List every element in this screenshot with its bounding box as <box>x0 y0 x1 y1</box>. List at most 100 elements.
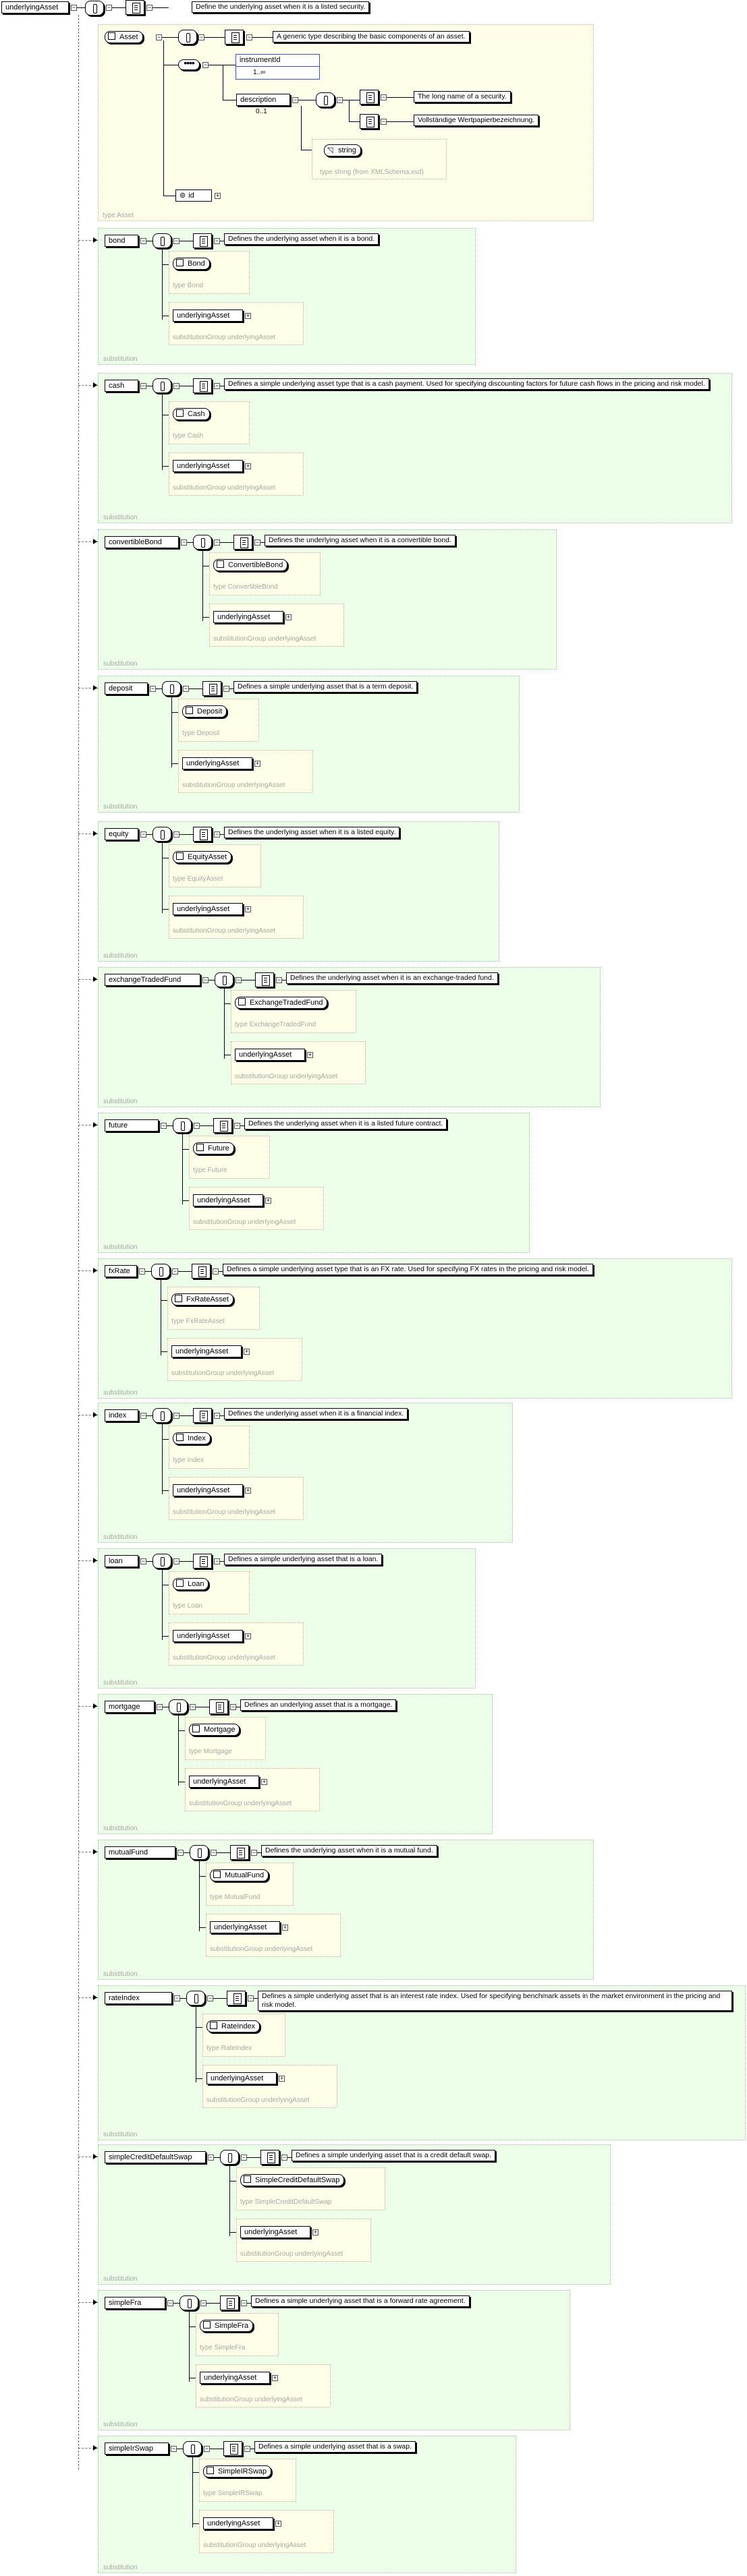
underlyingasset-ref-simpleCreditDefaultSwap[interactable]: underlyingAsset <box>240 2226 310 2238</box>
expand-icon[interactable]: − <box>173 237 179 244</box>
type-node-loan[interactable]: Loan <box>173 1578 209 1590</box>
expand-icon[interactable]: − <box>198 34 204 40</box>
underlyingasset-ref-loan[interactable]: underlyingAsset <box>173 1630 243 1642</box>
underlyingasset-ref-cash[interactable]: underlyingAsset <box>173 460 243 472</box>
type-node-mortgage[interactable]: Mortgage <box>189 1724 240 1736</box>
expand-icon[interactable]: − <box>183 685 189 692</box>
expand-icon[interactable]: − <box>177 1849 184 1856</box>
underlyingasset-ref-simpleFra[interactable]: underlyingAsset <box>200 2372 270 2384</box>
element-loan[interactable]: loan <box>105 1555 138 1567</box>
expand-icon[interactable]: − <box>292 96 298 103</box>
expand-icon[interactable]: + <box>282 1924 288 1931</box>
expand-icon[interactable]: + <box>245 463 251 469</box>
expand-icon[interactable]: + <box>254 760 260 767</box>
expand-icon[interactable]: + <box>279 2075 285 2082</box>
element-future[interactable]: future <box>105 1119 159 1132</box>
type-node-deposit[interactable]: Deposit <box>182 705 227 718</box>
expand-icon[interactable]: − <box>244 2445 250 2452</box>
expand-icon[interactable]: − <box>202 61 209 68</box>
element-equity[interactable]: equity <box>105 828 138 840</box>
type-node-simpleIrSwap[interactable]: SimpleIRSwap <box>203 2465 272 2478</box>
expand-icon[interactable]: + <box>265 1197 271 1204</box>
expand-icon[interactable]: − <box>157 1703 163 1710</box>
expand-icon[interactable]: − <box>173 831 179 838</box>
expand-icon[interactable]: − <box>276 976 282 983</box>
expand-icon[interactable]: + <box>245 312 251 319</box>
expand-icon[interactable]: − <box>173 1558 179 1564</box>
underlyingasset-ref-equity[interactable]: underlyingAsset <box>173 903 243 915</box>
element-bond[interactable]: bond <box>105 235 138 247</box>
expand-icon[interactable]: − <box>171 2445 177 2452</box>
expand-icon[interactable]: − <box>251 1849 257 1856</box>
element-index[interactable]: index <box>105 1409 138 1422</box>
type-node-simpleCreditDefaultSwap[interactable]: SimpleCreditDefaultSwap <box>240 2174 345 2186</box>
description-element[interactable]: description <box>236 94 290 106</box>
expand-icon[interactable]: − <box>241 2154 247 2161</box>
expand-icon[interactable]: − <box>190 1703 196 1710</box>
expand-icon[interactable]: − <box>140 1412 146 1419</box>
expand-icon[interactable]: − <box>194 1122 200 1129</box>
element-deposit[interactable]: deposit <box>105 682 148 695</box>
underlyingasset-ref-mutualFund[interactable]: underlyingAsset <box>210 1921 280 1933</box>
expand-icon[interactable]: − <box>156 34 162 40</box>
instrumentid-element[interactable]: instrumentId 1..∞ <box>236 54 320 80</box>
expand-icon[interactable]: − <box>246 34 252 40</box>
expand-icon[interactable]: − <box>140 831 146 838</box>
element-cash[interactable]: cash <box>105 380 138 392</box>
element-simpleCreditDefaultSwap[interactable]: simpleCreditDefaultSwap <box>105 2151 206 2163</box>
expand-icon[interactable]: − <box>71 4 77 11</box>
expand-icon[interactable]: − <box>281 2154 287 2161</box>
expand-icon[interactable]: − <box>337 96 343 103</box>
expand-icon[interactable]: − <box>214 1412 220 1419</box>
expand-icon[interactable]: − <box>211 1849 217 1856</box>
expand-icon[interactable]: − <box>202 976 209 983</box>
underlyingasset-ref-fxRate[interactable]: underlyingAsset <box>171 1345 242 1357</box>
element-fxRate[interactable]: fxRate <box>105 1265 137 1277</box>
expand-icon[interactable]: − <box>248 1995 254 2001</box>
expand-icon[interactable]: − <box>174 1995 180 2001</box>
expand-icon[interactable]: − <box>223 685 229 692</box>
expand-icon[interactable]: + <box>215 192 221 199</box>
expand-icon[interactable]: − <box>241 2300 247 2306</box>
type-node-exchangeTradedFund[interactable]: ExchangeTradedFund <box>235 997 328 1009</box>
expand-icon[interactable]: − <box>204 2445 210 2452</box>
expand-icon[interactable]: + <box>312 2229 319 2235</box>
element-exchangeTradedFund[interactable]: exchangeTradedFund <box>105 974 200 986</box>
expand-icon[interactable]: − <box>140 237 146 244</box>
expand-icon[interactable]: − <box>234 1122 240 1129</box>
underlyingasset-ref-simpleIrSwap[interactable]: underlyingAsset <box>203 2517 273 2529</box>
expand-icon[interactable]: − <box>139 1268 145 1275</box>
type-node-convertibleBond[interactable]: ConvertibleBond <box>213 559 288 571</box>
expand-icon[interactable]: + <box>285 614 292 620</box>
element-mortgage[interactable]: mortgage <box>105 1701 155 1713</box>
expand-icon[interactable]: − <box>230 1703 236 1710</box>
expand-icon[interactable]: − <box>200 2300 206 2306</box>
underlyingasset-ref-mortgage[interactable]: underlyingAsset <box>189 1776 259 1788</box>
expand-icon[interactable]: + <box>261 1778 267 1785</box>
underlyingasset-ref-deposit[interactable]: underlyingAsset <box>182 757 252 769</box>
expand-icon[interactable]: + <box>307 1051 313 1058</box>
type-node-mutualFund[interactable]: MutualFund <box>210 1869 269 1881</box>
underlyingasset-ref-convertibleBond[interactable]: underlyingAsset <box>213 611 283 623</box>
expand-icon[interactable]: − <box>381 94 387 100</box>
expand-icon[interactable]: − <box>146 4 153 11</box>
expand-icon[interactable]: + <box>244 1348 250 1355</box>
underlyingasset-ref-exchangeTradedFund[interactable]: underlyingAsset <box>235 1049 305 1061</box>
expand-icon[interactable]: − <box>207 1995 213 2001</box>
element-mutualFund[interactable]: mutualFund <box>105 1846 175 1858</box>
expand-icon[interactable]: + <box>272 2374 278 2381</box>
expand-icon[interactable]: + <box>245 906 251 912</box>
type-node-fxRate[interactable]: FxRateAsset <box>171 1293 233 1306</box>
expand-icon[interactable]: + <box>245 1633 251 1639</box>
expand-icon[interactable]: − <box>213 1268 219 1275</box>
expand-icon[interactable]: − <box>173 382 179 389</box>
element-rateIndex[interactable]: rateIndex <box>105 1992 172 2004</box>
expand-icon[interactable]: − <box>106 4 112 11</box>
type-node-future[interactable]: Future <box>193 1142 234 1154</box>
type-node-string[interactable]: ◹string <box>324 144 361 156</box>
type-node-index[interactable]: Index <box>173 1432 211 1444</box>
element-simpleIrSwap[interactable]: simpleIrSwap <box>105 2442 169 2455</box>
expand-icon[interactable]: − <box>214 539 220 546</box>
type-node-cash[interactable]: Cash <box>173 408 210 420</box>
expand-icon[interactable]: + <box>245 1487 251 1494</box>
